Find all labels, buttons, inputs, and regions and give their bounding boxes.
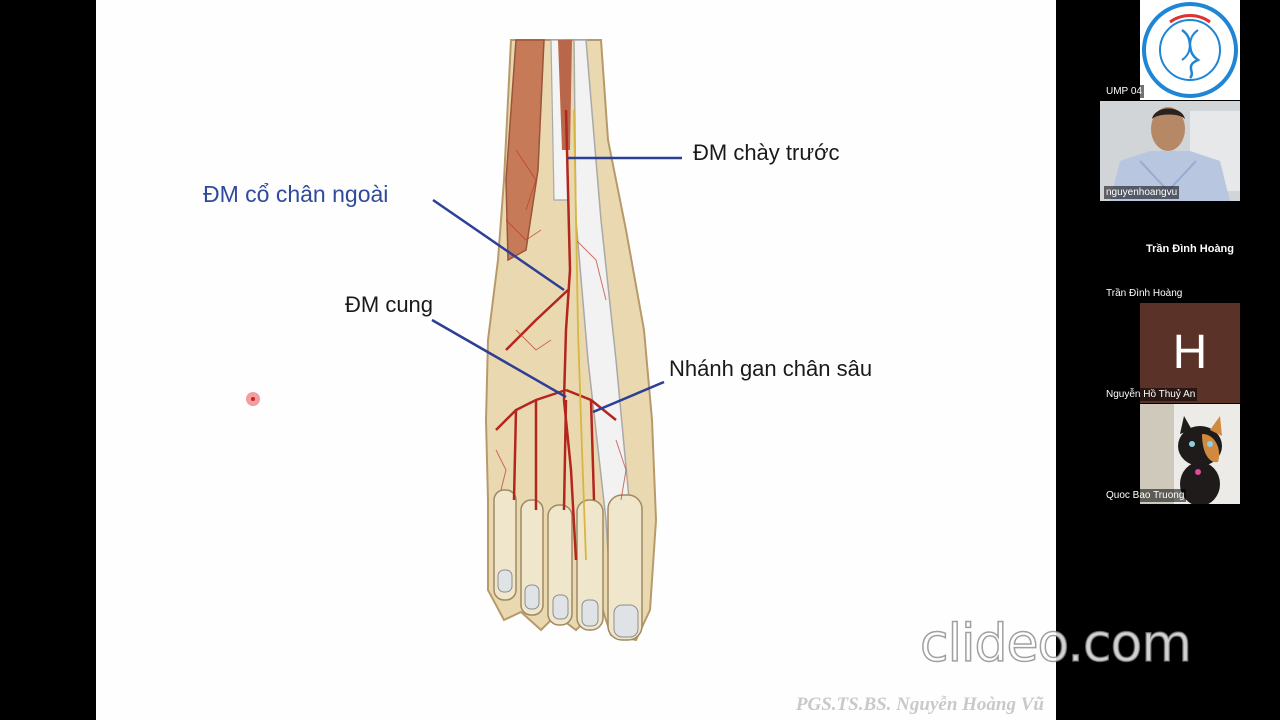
participant-tile[interactable]: UMP 04 xyxy=(1100,0,1240,100)
participant-name: Nguyễn Hồ Thuỷ An xyxy=(1104,388,1198,401)
presentation-slide: ĐM chày trước ĐM cổ chân ngoài ĐM cung N… xyxy=(96,0,1056,720)
participant-name: UMP 04 xyxy=(1104,85,1144,98)
laser-pointer xyxy=(248,394,258,404)
participant-tile[interactable]: nguyenhoangvu xyxy=(1100,101,1240,201)
participant-name: nguyenhoangvu xyxy=(1104,186,1180,199)
label-arcuate-artery: ĐM cung xyxy=(345,292,434,317)
foot-anatomy-illustration xyxy=(431,39,682,642)
participant-tile[interactable]: Trần Đình Hoàng xyxy=(1100,202,1240,302)
participant-name: Quoc Bao Truong xyxy=(1104,489,1187,502)
label-anterior-tibial-artery: ĐM chày trước xyxy=(693,140,840,165)
participant-display-name: Trần Đình Hoàng xyxy=(1146,243,1234,255)
clideo-watermark: clideo.com xyxy=(919,613,1192,675)
university-logo xyxy=(1140,0,1240,100)
participant-tile[interactable]: H Nguyễn Hồ Thuỷ An xyxy=(1100,303,1240,403)
label-deep-plantar-branch: Nhánh gan chân sâu xyxy=(669,356,873,381)
participant-tile[interactable]: Quoc Bao Truong xyxy=(1100,404,1240,504)
participant-photo xyxy=(1140,404,1240,504)
participant-avatar: H xyxy=(1140,303,1240,403)
participant-name: Trần Đình Hoàng xyxy=(1106,288,1183,299)
label-lateral-tarsal-artery: ĐM cổ chân ngoài xyxy=(203,181,389,207)
author-credit: PGS.TS.BS. Nguyễn Hoàng Vũ xyxy=(795,694,1044,715)
participant-gallery: UMP 04 nguyenhoangvu Trần Đình Hoàng Trầ… xyxy=(1100,0,1280,720)
